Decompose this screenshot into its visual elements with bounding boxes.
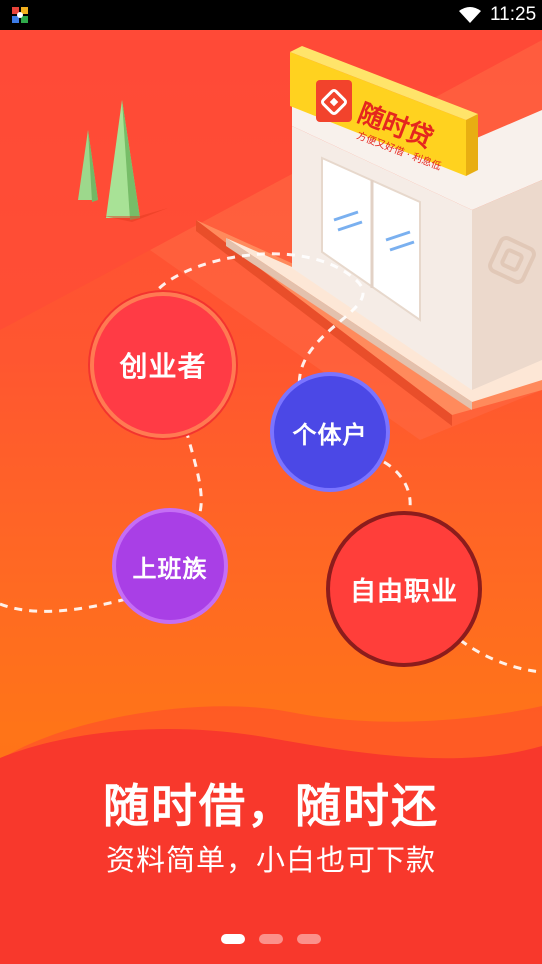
bubble-label: 创业者 xyxy=(119,350,207,383)
page-dot-1[interactable] xyxy=(221,934,245,944)
store-illustration: 随时贷 方便又好借 · 利息低 xyxy=(0,30,542,964)
bubble-office-worker: 上班族 xyxy=(112,508,228,624)
headline: 随时借，随时还 xyxy=(103,779,439,833)
bubble-label: 个体户 xyxy=(292,420,368,449)
bubble-freelancer: 自由职业 xyxy=(326,511,482,667)
tree-large xyxy=(106,100,140,220)
page-dot-2[interactable] xyxy=(259,934,283,944)
bubble-label: 上班族 xyxy=(132,554,208,583)
tree-small xyxy=(78,130,98,202)
subheadline: 资料简单，小白也可下款 xyxy=(105,843,436,877)
bubble-label: 自由职业 xyxy=(349,576,458,607)
onboarding-slide[interactable]: 随时贷 方便又好借 · 利息低 创业者 个体户 上班族 自由职业 随时借，随时还… xyxy=(0,30,542,964)
status-bar: 11:25 xyxy=(0,0,542,30)
page-dot-3[interactable] xyxy=(297,934,321,944)
wifi-icon xyxy=(459,7,481,23)
app-notification-icon xyxy=(12,7,28,23)
status-time: 11:25 xyxy=(490,4,537,25)
page-indicator xyxy=(0,934,542,944)
bubble-entrepreneur: 创业者 xyxy=(90,292,236,438)
bubble-self-employed: 个体户 xyxy=(270,372,390,492)
